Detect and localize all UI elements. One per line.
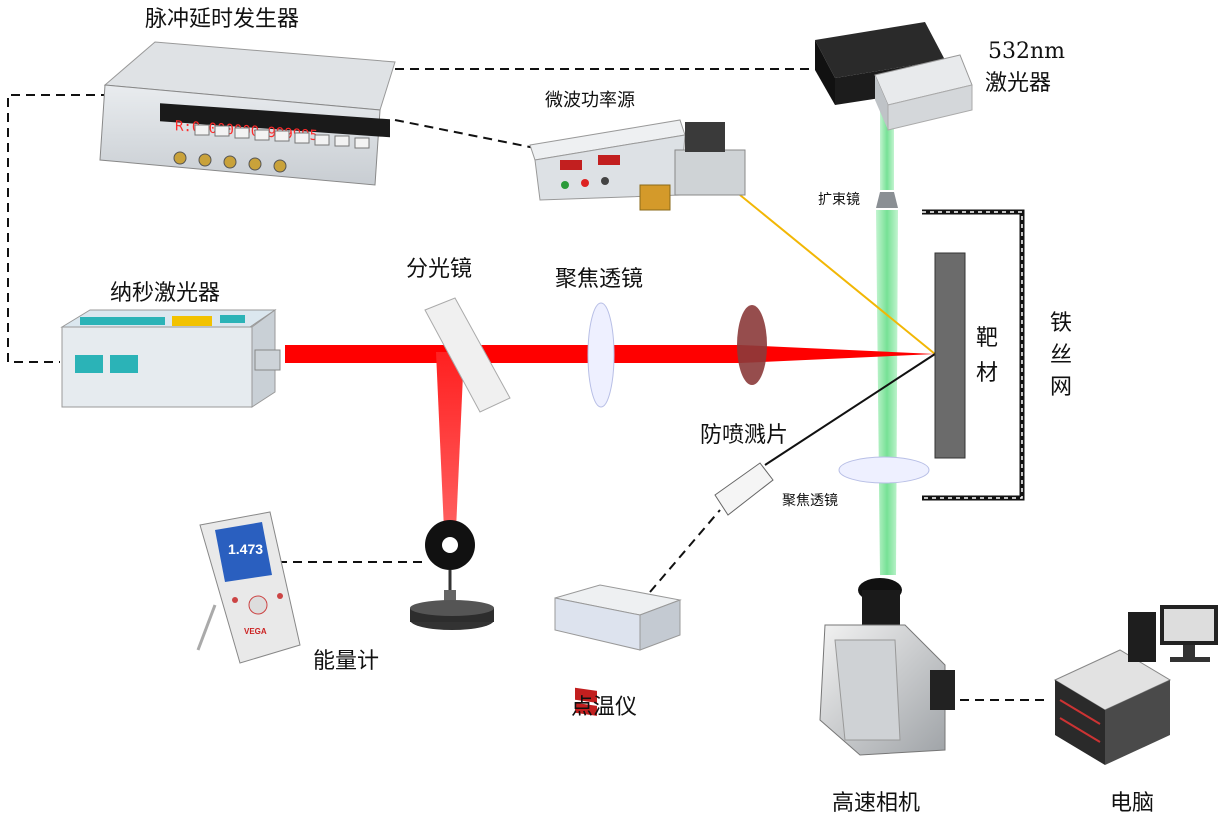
label-energy-meter: 能量计 bbox=[313, 649, 379, 674]
microwave-source bbox=[529, 119, 746, 211]
label-beam-splitter: 分光镜 bbox=[406, 257, 472, 282]
label-focus-lens-main: 聚焦透镜 bbox=[555, 267, 643, 292]
label-target-2: 材 bbox=[976, 361, 998, 386]
signal-lines bbox=[7, 68, 1050, 701]
pyrometer-line bbox=[649, 509, 721, 593]
high-speed-camera bbox=[819, 578, 955, 756]
label-mesh-3: 网 bbox=[1050, 375, 1072, 400]
pyrometer-body bbox=[554, 584, 682, 716]
label-pulse-delay-generator: 脉冲延时发生器 bbox=[145, 7, 299, 32]
ns-laser bbox=[60, 309, 281, 408]
energy-meter-brand: VEGA bbox=[244, 627, 267, 636]
label-ns-laser: 纳秒激光器 bbox=[110, 281, 220, 306]
laser-532 bbox=[815, 22, 973, 131]
label-mesh-2: 丝 bbox=[1050, 343, 1072, 368]
energy-detector bbox=[410, 520, 494, 630]
green-beam-expanded bbox=[876, 210, 898, 575]
beams bbox=[285, 110, 936, 575]
label-mesh-1: 铁 bbox=[1050, 311, 1072, 336]
green-beam-upper bbox=[880, 110, 894, 190]
computer bbox=[1053, 605, 1218, 765]
delay-to-microwave-line bbox=[394, 119, 546, 151]
label-pyrometer: 点温仪 bbox=[571, 695, 637, 720]
target-plate bbox=[934, 252, 966, 459]
beam-expander bbox=[876, 192, 898, 208]
label-532-line2: 激光器 bbox=[985, 71, 1051, 96]
focus-lens-main bbox=[587, 302, 615, 408]
label-532-line1: 532nm bbox=[988, 39, 1065, 64]
energy-reading: 1.473 bbox=[228, 541, 263, 557]
pyrometer-sight-line bbox=[764, 353, 936, 466]
wire-mesh bbox=[922, 209, 1025, 501]
delay-to-nslaser-line bbox=[7, 94, 125, 363]
ns-beam-split bbox=[436, 352, 464, 530]
label-microwave-source: 微波功率源 bbox=[545, 90, 635, 111]
label-beam-expander: 扩束镜 bbox=[818, 192, 860, 208]
label-anti-splash: 防喷溅片 bbox=[700, 423, 788, 448]
pulse-delay-generator: R:0·000000 999995 bbox=[99, 41, 396, 186]
beam-splitter bbox=[424, 297, 511, 413]
pyrometer-head bbox=[714, 462, 774, 516]
label-focus-lens-camera: 聚焦透镜 bbox=[782, 493, 838, 509]
microwave-line bbox=[739, 194, 936, 355]
anti-splash-plate bbox=[737, 305, 767, 385]
label-computer: 电脑 bbox=[1110, 791, 1154, 816]
energy-meter-handheld: 1.473 VEGA bbox=[196, 511, 301, 664]
label-high-speed-camera: 高速相机 bbox=[832, 791, 920, 816]
label-target-1: 靶 bbox=[976, 326, 998, 351]
focus-lens-camera bbox=[838, 456, 930, 484]
